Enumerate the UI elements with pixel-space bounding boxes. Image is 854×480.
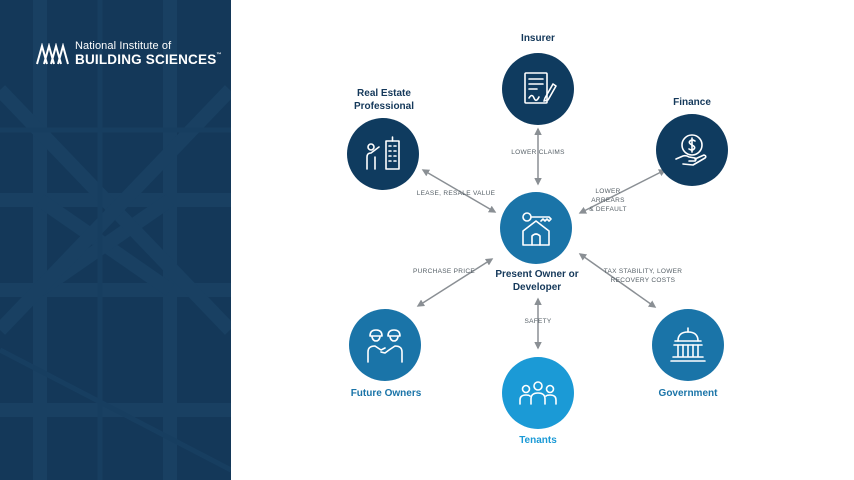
nibs-logo[interactable]: National Institute of BUILDING SCIENCES™ [36, 41, 222, 67]
steel-frame-pattern [0, 0, 231, 480]
tenants-label: Tenants [519, 435, 557, 446]
logo-wordmark: National Institute of BUILDING SCIENCES™ [75, 41, 222, 67]
owner-label: Present Owner or Developer [495, 269, 579, 293]
logo-trademark: ™ [216, 52, 222, 58]
edge-label-tenants: SAFETY [524, 318, 552, 325]
house-key-icon [522, 212, 552, 246]
real-estate-label: Real Estate Professional [353, 88, 415, 112]
government-node[interactable] [652, 309, 724, 381]
finance-node[interactable] [656, 114, 728, 186]
handshake-icon [367, 329, 403, 363]
brand-panel: National Institute of BUILDING SCIENCES™ [0, 0, 231, 480]
nibs-logo-icon [36, 42, 69, 65]
arrow-real-estate [421, 169, 497, 213]
owner-node[interactable] [500, 192, 572, 264]
arrow-government [578, 253, 657, 308]
edge-label-government: TAX STABILITY, LOWER RECOVERY COSTS [603, 268, 683, 284]
arrow-future-owners [416, 258, 494, 307]
logo-line-1: National Institute of [75, 40, 172, 52]
real-estate-node[interactable] [347, 118, 419, 190]
insurer-node[interactable] [502, 53, 574, 125]
edge-label-finance: LOWER ARREARS & DEFAULT [589, 188, 627, 213]
dollar-hand-icon [675, 134, 707, 166]
presenter-building-icon [366, 136, 400, 170]
tenants-node[interactable] [502, 357, 574, 429]
edge-label-future-owners: PURCHASE PRICE [413, 268, 475, 275]
insurer-label: Insurer [521, 33, 555, 44]
finance-label: Finance [673, 97, 711, 108]
future-owners-node[interactable] [349, 309, 421, 381]
future-owners-label: Future Owners [350, 388, 422, 399]
edge-label-real-estate: LEASE, RESALE VALUE [416, 190, 496, 197]
logo-line-2-text: BUILDING SCIENCES [75, 52, 217, 67]
capitol-building-icon [670, 327, 706, 362]
arrow-finance [578, 169, 667, 214]
logo-line-2: BUILDING SCIENCES™ [75, 53, 222, 67]
edge-label-insurer: LOWER CLAIMS [511, 149, 565, 156]
people-group-icon [519, 381, 557, 405]
government-label: Government [658, 388, 718, 399]
document-signature-icon [524, 72, 557, 104]
